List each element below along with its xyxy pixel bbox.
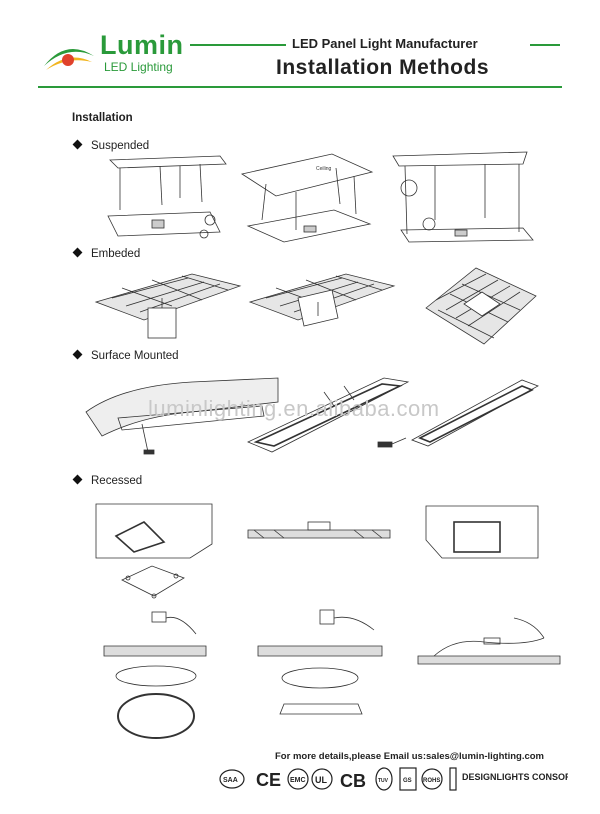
title-underline xyxy=(38,86,562,88)
cert-saa: SAA xyxy=(223,777,238,784)
embeded-illustration-1 xyxy=(92,272,242,342)
embeded-illustration-2 xyxy=(246,272,396,342)
suspended-illustration-1 xyxy=(100,150,230,250)
cert-cb: CB xyxy=(340,771,366,791)
brand-subtitle: LED Lighting xyxy=(104,60,173,74)
diamond-bullet-icon xyxy=(72,247,83,258)
cert-ul: UL xyxy=(315,775,327,785)
surface-mounted-illustration-1 xyxy=(82,372,282,462)
lumin-logo xyxy=(38,30,198,80)
cert-gs: GS xyxy=(403,778,412,784)
method-recessed: Recessed xyxy=(72,474,143,487)
header-rule-right xyxy=(530,44,560,46)
watermark: luminlighting.en.alibaba.com xyxy=(148,396,440,421)
recessed-round-illustration-1 xyxy=(100,604,210,744)
method-suspended: Suspended xyxy=(72,139,150,152)
method-embeded: Embeded xyxy=(72,247,141,260)
cert-emc: EMC xyxy=(290,777,306,784)
diamond-bullet-icon xyxy=(72,474,83,485)
surface-mounted-illustration-2 xyxy=(244,372,414,462)
recessed-panel-springs xyxy=(118,562,188,602)
ceiling-text: Ceiling xyxy=(316,166,332,172)
cert-ce: CE xyxy=(256,770,281,790)
method-label: Embeded xyxy=(91,248,141,260)
recessed-round-illustration-2 xyxy=(254,604,384,724)
section-title: Installation xyxy=(72,112,133,124)
header-rule xyxy=(190,44,286,46)
tagline: LED Panel Light Manufacturer xyxy=(292,36,478,51)
method-surface-mounted: Surface Mounted xyxy=(72,349,179,362)
diamond-bullet-icon xyxy=(72,349,83,360)
recessed-round-illustration-3 xyxy=(414,608,564,668)
certification-logos: SAA CE EMC UL CB TUV GS ROHS DESIGNLIGHT… xyxy=(218,766,594,792)
suspended-illustration-2: Ceiling xyxy=(236,148,376,248)
recessed-illustration-2 xyxy=(244,518,394,544)
page-title: Installation Methods xyxy=(276,56,490,79)
surface-mounted-illustration-3 xyxy=(372,376,542,460)
method-label: Suspended xyxy=(91,140,150,152)
suspended-illustration-3 xyxy=(385,148,535,248)
method-label: Surface Mounted xyxy=(91,350,179,362)
cert-tuv: TUV xyxy=(378,778,389,784)
contact-line: For more details,please Email us:sales@l… xyxy=(275,751,544,762)
embeded-illustration-3 xyxy=(420,264,540,346)
cert-designlights: DESIGNLIGHTS CONSORTIUM xyxy=(462,772,568,782)
diamond-bullet-icon xyxy=(72,139,83,150)
cert-rohs: ROHS xyxy=(423,778,440,784)
recessed-illustration-1 xyxy=(94,500,218,562)
recessed-illustration-3 xyxy=(424,504,540,562)
brand-name: Lumin xyxy=(100,30,184,60)
method-label: Recessed xyxy=(91,475,143,487)
